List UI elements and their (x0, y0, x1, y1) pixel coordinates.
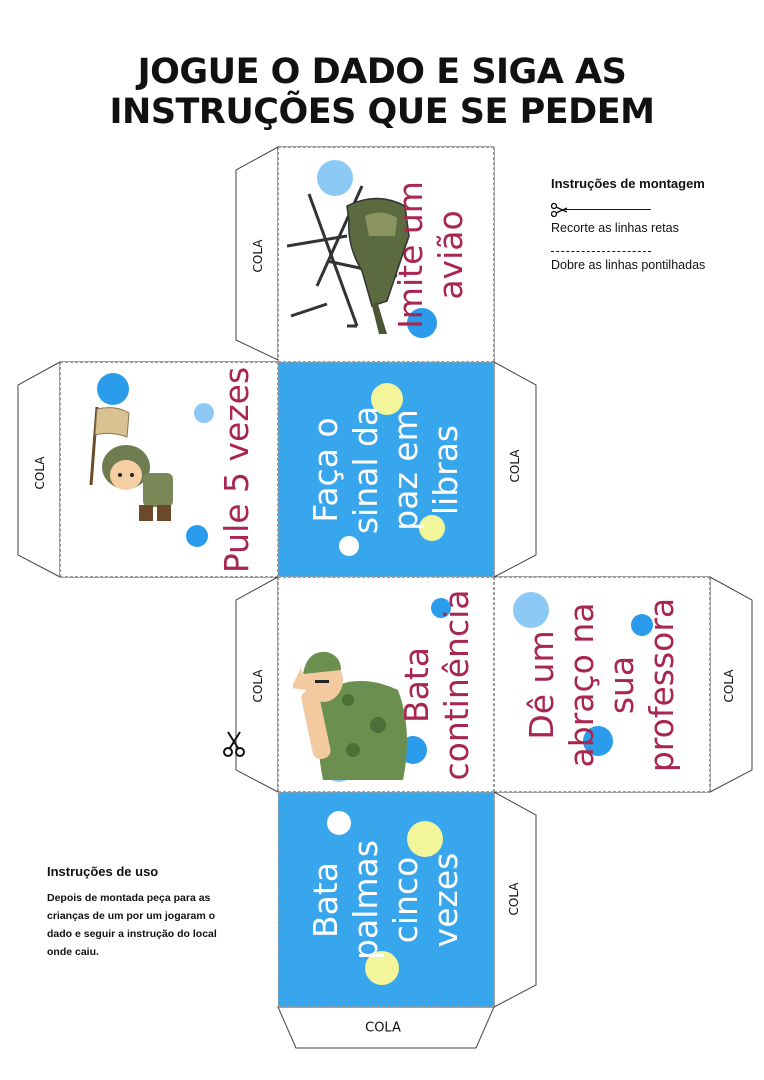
title-line-1: JOGUE O DADO E SIGA AS (137, 52, 627, 92)
cut-line-sample (565, 209, 651, 210)
dot-decoration (371, 383, 403, 415)
usage-instructions: Instruções de uso Depois de montada peça… (47, 864, 227, 961)
face-6-text: Bata palmas cinco vezes (306, 839, 465, 960)
dot-decoration (431, 598, 451, 618)
dot-decoration (365, 951, 399, 985)
cut-instruction: Recorte as linhas retas (551, 221, 679, 235)
dot-decoration (339, 536, 359, 556)
usage-text: Depois de montada peça para as crianças … (47, 892, 217, 958)
saluting-soldier-illustration (293, 651, 407, 780)
cola-label: COLA (33, 456, 47, 490)
dot-decoration (186, 525, 208, 547)
face-bata-palmas: Bata palmas cinco vezes (278, 792, 494, 1007)
face-1-text: Imite um avião (391, 180, 470, 329)
dot-decoration (194, 403, 214, 423)
cola-label: COLA (251, 669, 265, 703)
cola-label: COLA (722, 669, 736, 703)
face-faca-o-sinal-da-paz: Faça o sinal da paz em libras (278, 362, 494, 577)
face-4-text: Bata continência (397, 588, 476, 781)
title-line-2: INSTRUÇÕES QUE SE PEDEM (109, 92, 655, 132)
face-bata-continencia: Bata continência (278, 577, 494, 792)
dot-decoration (327, 811, 351, 835)
face-pule-5-vezes: Pule 5 vezes (60, 362, 278, 577)
face-2-text: Pule 5 vezes (217, 366, 256, 573)
helicopter-illustration (287, 185, 410, 334)
dot-decoration (513, 592, 549, 628)
dot-decoration (97, 373, 129, 405)
cola-label: COLA (507, 882, 521, 916)
scissors-icon (223, 731, 245, 757)
assembly-instructions: Instruções de montagem Recorte as linhas… (551, 176, 751, 274)
dot-decoration (419, 515, 445, 541)
dot-decoration (317, 160, 353, 196)
usage-heading: Instruções de uso (47, 864, 159, 879)
face-5-text: Dê um abraço na sua professora (522, 597, 681, 772)
fold-instruction: Dobre as linhas pontilhadas (551, 258, 706, 272)
face-de-um-abraco: Dê um abraço na sua professora (494, 577, 710, 792)
page-title: JOGUE O DADO E SIGA AS INSTRUÇÕES QUE SE… (0, 52, 764, 132)
cola-label: COLA (365, 1020, 401, 1036)
dot-decoration (407, 308, 437, 338)
scissors-icon (551, 203, 567, 217)
fold-line-sample (551, 251, 651, 252)
dot-decoration (631, 614, 653, 636)
cola-label: COLA (251, 239, 265, 273)
dot-decoration (583, 726, 613, 756)
dot-decoration (407, 821, 443, 857)
soldier-with-flag-illustration (89, 406, 173, 521)
face-3-text: Faça o sinal da paz em libras (306, 405, 465, 534)
assembly-heading: Instruções de montagem (551, 176, 705, 191)
face-imite-um-aviao: Imite um avião (278, 147, 494, 362)
cola-label: COLA (508, 449, 522, 483)
